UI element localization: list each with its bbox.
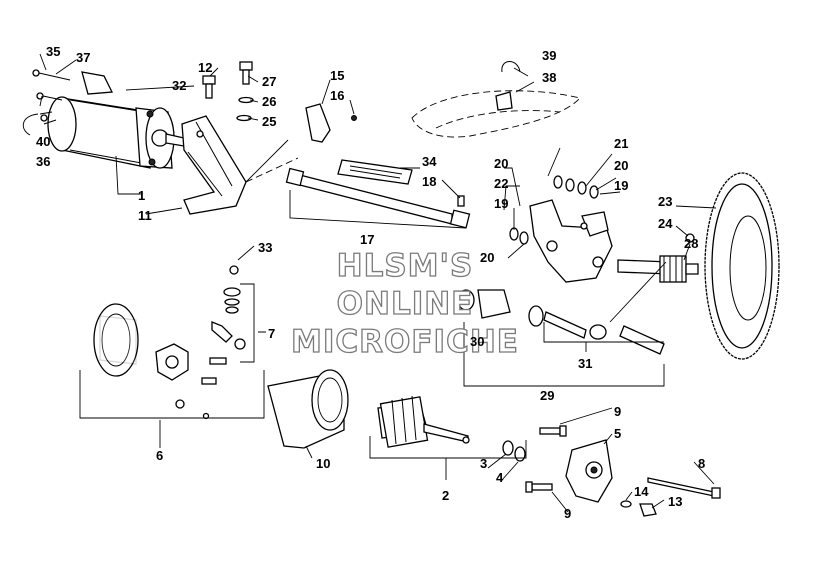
callout-13: 13 bbox=[668, 494, 682, 509]
through-bolt bbox=[620, 477, 721, 517]
callout-5: 5 bbox=[614, 426, 621, 441]
bolt-12 bbox=[202, 75, 216, 99]
bendix-drive bbox=[457, 289, 665, 355]
callout-34: 34 bbox=[422, 154, 437, 169]
callout-16: 16 bbox=[330, 88, 344, 103]
callout-26: 26 bbox=[262, 94, 276, 109]
callout-20: 20 bbox=[614, 158, 628, 173]
callout-20: 20 bbox=[494, 156, 508, 171]
callout-40: 40 bbox=[36, 134, 50, 149]
callout-38: 38 bbox=[542, 70, 556, 85]
screw-9-lower bbox=[525, 481, 553, 493]
callout-29: 29 bbox=[540, 388, 554, 403]
watermark-line-3: MICROFICHE bbox=[291, 324, 519, 360]
callouts: 35 37 32 40 36 1 11 12 27 26 25 15 16 34… bbox=[36, 44, 705, 521]
starter-bracket bbox=[181, 115, 247, 215]
leader-lines bbox=[22, 53, 717, 513]
callout-27: 27 bbox=[262, 74, 276, 89]
callout-22: 22 bbox=[494, 176, 508, 191]
hardware-kit bbox=[211, 265, 246, 350]
callout-39: 39 bbox=[542, 48, 556, 63]
watermark-line-2: ONLINE bbox=[337, 286, 474, 322]
callout-36: 36 bbox=[36, 154, 50, 169]
callout-8: 8 bbox=[698, 456, 705, 471]
armature bbox=[377, 395, 470, 448]
callout-11: 11 bbox=[138, 208, 152, 223]
callout-17: 17 bbox=[360, 232, 374, 247]
callout-20: 20 bbox=[480, 250, 494, 265]
callout-9: 9 bbox=[564, 506, 571, 521]
starter-motor bbox=[39, 71, 185, 169]
callout-32: 32 bbox=[172, 78, 186, 93]
clip-15 bbox=[305, 103, 357, 143]
callout-25: 25 bbox=[262, 114, 276, 129]
callout-28: 28 bbox=[684, 236, 698, 251]
callout-2: 2 bbox=[442, 488, 449, 503]
callout-18: 18 bbox=[422, 174, 436, 189]
callout-7: 7 bbox=[268, 326, 275, 341]
drive-pinion bbox=[617, 255, 699, 283]
callout-1: 1 bbox=[138, 188, 145, 203]
callout-9: 9 bbox=[614, 404, 621, 419]
motor-housing bbox=[267, 369, 349, 449]
callout-15: 15 bbox=[330, 68, 344, 83]
callout-3: 3 bbox=[480, 456, 487, 471]
callout-6: 6 bbox=[156, 448, 163, 463]
callout-19: 19 bbox=[614, 178, 628, 193]
callout-10: 10 bbox=[316, 456, 330, 471]
drive-end-cap bbox=[565, 439, 613, 503]
washers-19-20-21 bbox=[509, 175, 599, 245]
decal-34 bbox=[337, 159, 413, 185]
brush-plate bbox=[155, 343, 227, 420]
brush-end-cover bbox=[93, 303, 139, 377]
callout-19: 19 bbox=[494, 196, 508, 211]
drive-bracket bbox=[529, 199, 613, 283]
watermark: HLSM'S ONLINE MICROFICHE bbox=[290, 247, 519, 360]
callout-21: 21 bbox=[614, 136, 628, 151]
callout-23: 23 bbox=[658, 194, 672, 209]
watermark-line-1: HLSM'S bbox=[337, 248, 474, 284]
washers-3-4 bbox=[502, 440, 526, 462]
callout-37: 37 bbox=[76, 50, 90, 65]
callout-33: 33 bbox=[258, 240, 272, 255]
callout-30: 30 bbox=[470, 334, 484, 349]
callout-24: 24 bbox=[658, 216, 673, 231]
chassis-outline bbox=[411, 61, 581, 138]
starter-cable bbox=[285, 167, 471, 229]
bolt-27 bbox=[236, 61, 254, 122]
screw-9-upper bbox=[539, 425, 567, 437]
callout-31: 31 bbox=[578, 356, 592, 371]
callout-14: 14 bbox=[634, 484, 649, 499]
callout-4: 4 bbox=[496, 470, 504, 485]
callout-35: 35 bbox=[46, 44, 60, 59]
mount-screws bbox=[32, 69, 71, 122]
callout-12: 12 bbox=[198, 60, 212, 75]
ring-gear bbox=[685, 172, 780, 360]
